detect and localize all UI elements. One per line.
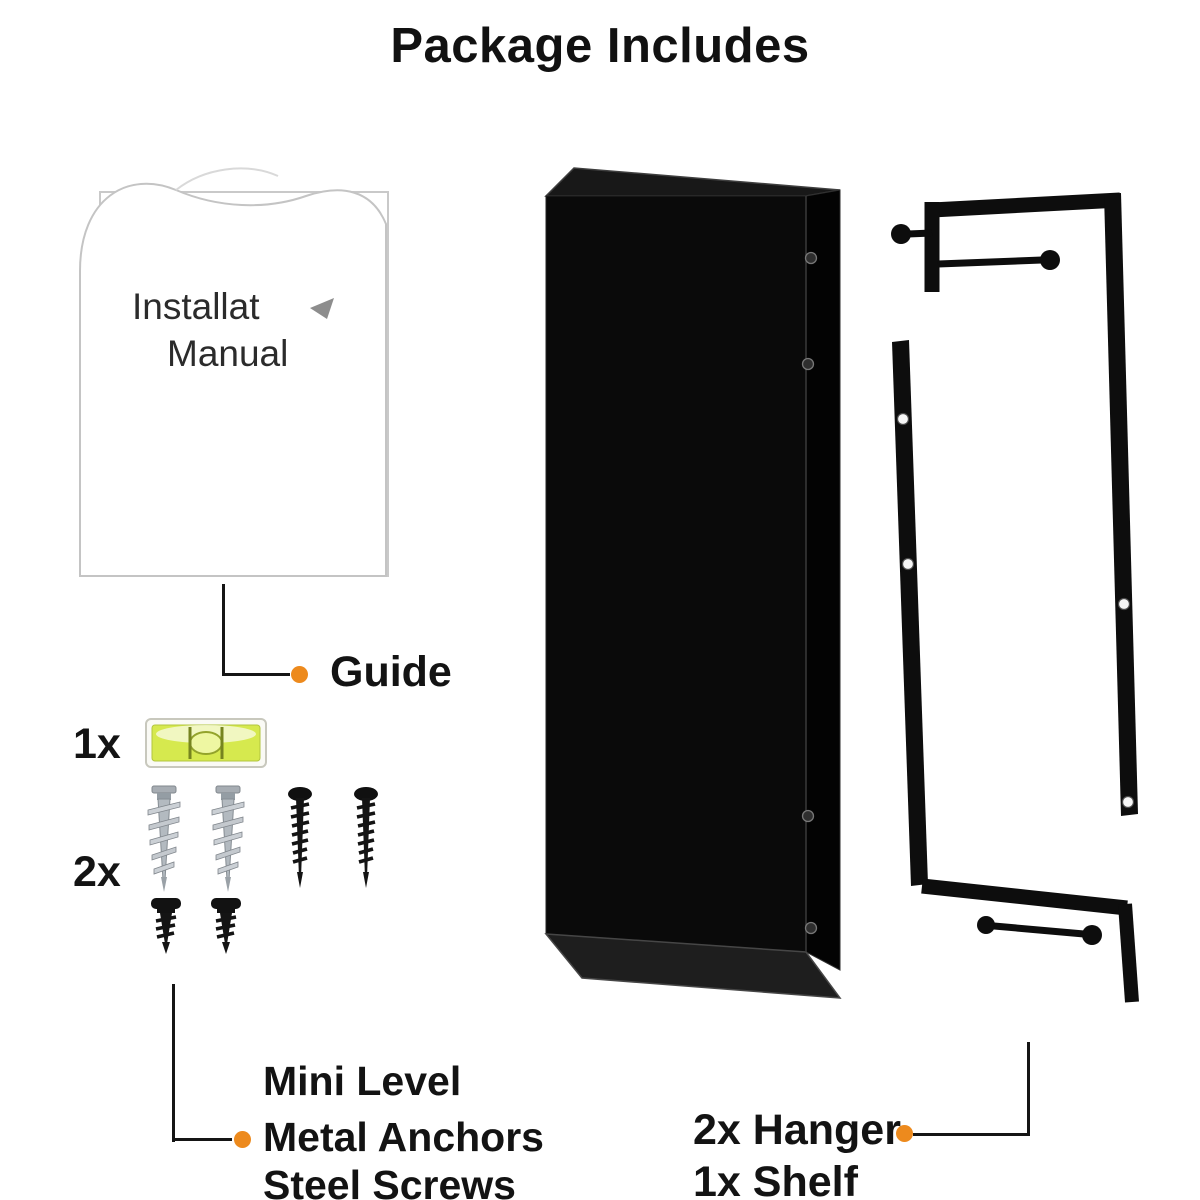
hanger-callout-line-horizontal (913, 1133, 1030, 1136)
hanger-callout-line-vertical (1027, 1042, 1030, 1136)
steel-screw-illustration (288, 787, 312, 888)
shelf-front-panel (545, 195, 807, 953)
shelf-right-panel (805, 189, 841, 971)
shelf-screw-hole (804, 251, 818, 265)
hardware-callout-dot (234, 1131, 251, 1148)
shelf-screw-hole (801, 357, 815, 371)
installation-manual-illustration (79, 167, 389, 577)
shelf-screw-hole (804, 921, 818, 935)
short-screw-illustration (211, 898, 241, 954)
level-bubble (189, 731, 223, 755)
hanger-hole (1117, 597, 1131, 611)
mini-level-label: Mini Level (263, 1058, 462, 1104)
hanger-hole (896, 412, 910, 426)
steel-screws-label: Steel Screws (263, 1162, 516, 1200)
shelf-screw-hole (801, 809, 815, 823)
hangers-illustration (891, 192, 1139, 1003)
page-title: Package Includes (390, 19, 810, 73)
hanger-label: 2x Hanger (693, 1106, 901, 1154)
shelf-illustration (544, 167, 842, 999)
short-screw-illustration (151, 898, 181, 954)
manual-front-page (79, 182, 387, 577)
hardware-callout-line-vertical (172, 984, 175, 1142)
manual-text-line1: Installat (132, 286, 260, 327)
hanger-hole (1121, 795, 1135, 809)
manual-corner-fold (310, 298, 334, 319)
guide-callout-dot (291, 666, 308, 683)
level-quantity: 1x (73, 720, 121, 768)
guide-callout-line-horizontal (222, 673, 290, 676)
metal-anchor-illustration (147, 785, 181, 892)
hanger-top-bracket (891, 192, 1138, 816)
guide-callout-line-vertical (222, 584, 225, 676)
hanger-hole (901, 557, 915, 571)
mini-level-illustration (145, 718, 267, 768)
hanger-callout-dot (896, 1125, 913, 1142)
manual-text-line2: Manual (167, 333, 289, 374)
shelf-label: 1x Shelf (693, 1158, 858, 1200)
guide-label: Guide (330, 648, 452, 696)
shelf-top-flap (544, 167, 841, 197)
metal-anchor-illustration (211, 785, 245, 892)
hardware-callout-line-horizontal (172, 1138, 232, 1141)
hanger-bottom-bracket (892, 340, 1139, 1003)
anchors-quantity: 2x (73, 848, 121, 896)
steel-screw-illustration (354, 787, 378, 888)
shelf-bottom-flange (544, 933, 842, 999)
metal-anchors-label: Metal Anchors (263, 1114, 544, 1160)
manual-curl-shade (175, 167, 279, 191)
